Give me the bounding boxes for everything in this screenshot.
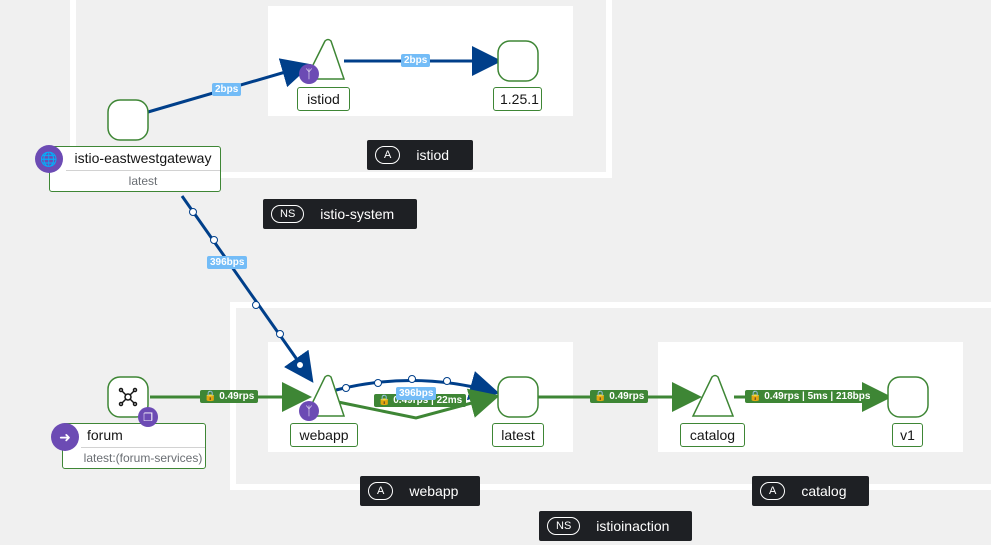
network-icon	[118, 387, 138, 407]
app-badge-istiod[interactable]: A istiod	[367, 140, 473, 170]
node-label-catalog[interactable]: catalog	[680, 423, 745, 447]
edge-label: 396bps	[396, 387, 437, 400]
node-label-webapp[interactable]: webapp	[290, 423, 358, 447]
edge-label: 396bps	[207, 256, 248, 269]
app-badge-webapp[interactable]: A webapp	[360, 476, 480, 506]
app-badge-catalog[interactable]: A catalog	[752, 476, 869, 506]
node-label-catalog-v1[interactable]: v1	[892, 423, 923, 447]
node-label-forum[interactable]: forum latest:(forum-services)	[62, 423, 206, 469]
traffic-dots	[189, 208, 451, 392]
node-label-webapp-latest[interactable]: latest	[492, 423, 544, 447]
edge-label: 🔒 0.49rps	[200, 390, 259, 403]
node-webapp-latest-shape[interactable]	[497, 376, 539, 418]
lock-icon: 🔒	[378, 395, 391, 406]
copy-icon: ❐	[138, 407, 158, 427]
node-catalog-v1-shape[interactable]	[887, 376, 929, 418]
namespace-badge-istioinaction[interactable]: NS istioinaction	[539, 511, 692, 541]
globe-icon: 🌐	[35, 145, 63, 173]
edge-label: 🔒 0.49rps	[590, 390, 649, 403]
node-gateway-shape[interactable]	[107, 99, 149, 141]
node-label-gateway[interactable]: istio-eastwestgateway latest	[49, 146, 221, 192]
node-forum-shape[interactable]	[107, 376, 149, 418]
git-branch-icon: ᛉ	[299, 64, 319, 84]
node-catalog-service-shape[interactable]	[691, 374, 735, 417]
arrow-right-circle-icon: ➜	[51, 423, 79, 451]
edge-label: 2bps	[212, 83, 242, 96]
edge-gateway-to-webapp[interactable]	[180, 195, 314, 383]
git-branch-icon: ᛉ	[299, 401, 319, 421]
edge-label: 2bps	[401, 54, 431, 67]
lock-icon: 🔒	[204, 391, 217, 402]
edge-label: 🔒 0.49rps | 5ms | 218bps	[745, 390, 875, 403]
namespace-badge-istio-system[interactable]: NS istio-system	[263, 199, 417, 229]
node-label-istiod[interactable]: istiod	[297, 87, 350, 111]
lock-icon: 🔒	[594, 391, 607, 402]
edge-webapp-to-latest-green[interactable]	[337, 388, 500, 420]
lock-icon: 🔒	[749, 391, 762, 402]
node-label-istiod-version[interactable]: 1.25.1	[493, 87, 542, 111]
node-istiod-version-shape[interactable]	[497, 40, 539, 82]
